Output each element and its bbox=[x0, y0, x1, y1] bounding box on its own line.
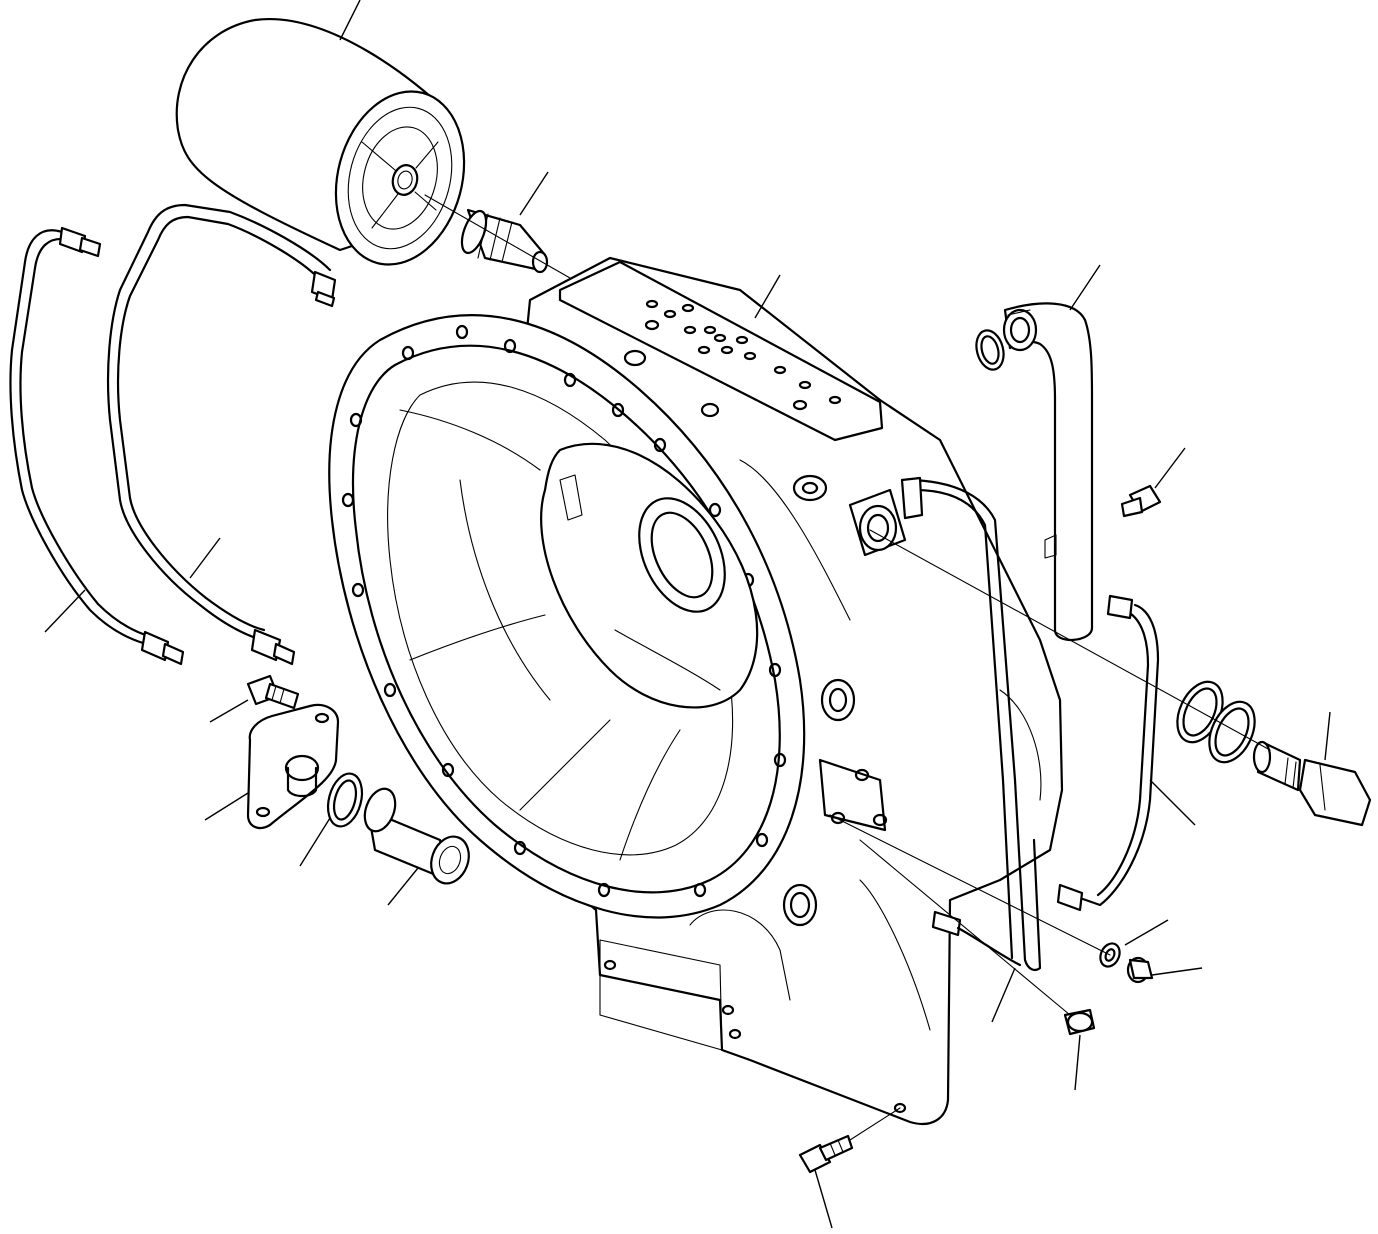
leader-line bbox=[209, 699, 249, 723]
leader-line bbox=[1151, 967, 1203, 976]
o-ring bbox=[1208, 700, 1256, 764]
oil-pipe-right bbox=[900, 476, 1160, 971]
leader-line bbox=[299, 817, 331, 867]
leader-line bbox=[44, 589, 86, 633]
leader-line bbox=[754, 274, 781, 319]
plug-bolt bbox=[1120, 484, 1162, 518]
leader-line bbox=[387, 867, 419, 906]
leader-line bbox=[1124, 919, 1169, 946]
assembly-axis-line bbox=[424, 194, 571, 279]
oil-filter-cartridge bbox=[175, 17, 466, 266]
filter-adapter-nipple bbox=[460, 208, 549, 274]
cover-bolt bbox=[246, 674, 300, 710]
sleeve-bushing bbox=[363, 787, 470, 885]
cover-plate bbox=[246, 703, 340, 830]
leader-line bbox=[991, 967, 1016, 1023]
suction-tube bbox=[1002, 302, 1094, 642]
assembly-axis-line bbox=[859, 839, 1071, 1016]
oil-pipe-left bbox=[9, 226, 185, 666]
drain-plug bbox=[1252, 740, 1372, 827]
leader-line bbox=[1149, 779, 1196, 826]
screw-plug bbox=[1126, 956, 1154, 984]
leader-line bbox=[1324, 711, 1331, 761]
leader-line bbox=[204, 792, 249, 821]
o-ring bbox=[975, 329, 1005, 371]
leader-line bbox=[519, 171, 549, 216]
leader-line bbox=[189, 537, 221, 579]
assembly-axis-line bbox=[829, 814, 1111, 956]
leader-line bbox=[1069, 264, 1101, 311]
oil-pipe-center bbox=[106, 203, 337, 666]
assembly-axis-line bbox=[869, 529, 1271, 751]
leader-line bbox=[339, 0, 361, 41]
leader-line bbox=[1154, 447, 1186, 489]
housing-plug bbox=[1063, 1008, 1096, 1036]
plate-holes bbox=[623, 299, 842, 418]
leader-line bbox=[814, 1169, 833, 1229]
bell-housing-flange bbox=[328, 314, 806, 919]
housing-bolt bbox=[798, 1134, 854, 1174]
assembly-axis-line bbox=[849, 1107, 901, 1141]
o-ring bbox=[326, 772, 364, 828]
leader-line bbox=[1074, 1034, 1081, 1091]
